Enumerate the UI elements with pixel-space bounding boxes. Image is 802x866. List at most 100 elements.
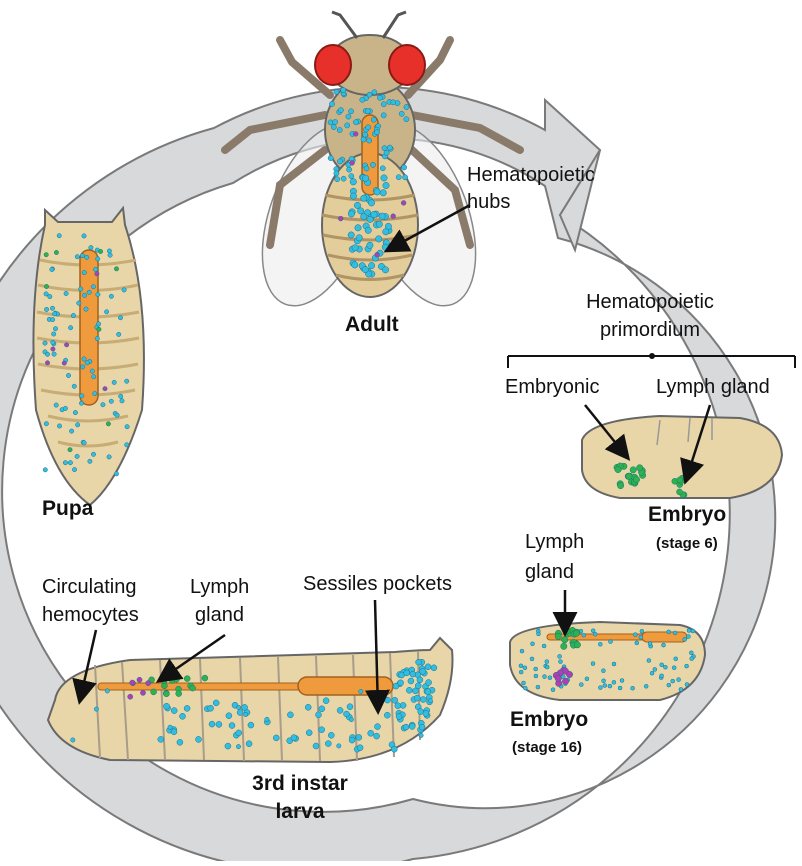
hemocyte-dot	[120, 399, 124, 403]
sessile-hemocyte-dot	[164, 703, 170, 709]
hemocyte-dot	[660, 663, 664, 667]
hemocyte-dot	[368, 200, 374, 206]
hemocyte-dot	[72, 467, 76, 471]
hemocyte-dot	[71, 313, 75, 317]
sessile-hemocyte-dot	[403, 724, 409, 730]
hemocyte-dot	[534, 667, 538, 671]
lymph-cell-dot	[637, 465, 643, 471]
lymph-cell-dot	[617, 482, 623, 488]
hemocyte-dot	[341, 176, 346, 181]
lymph-cell-dot	[202, 675, 208, 681]
hemocyte-dot	[640, 629, 644, 633]
hemocyte-dot	[265, 717, 269, 721]
hemocyte-dot	[371, 211, 377, 217]
hemocyte-dot	[644, 684, 648, 688]
hemocyte-dot	[81, 365, 85, 369]
hemocyte-dot	[379, 213, 385, 219]
lymph-cell-dot	[633, 476, 639, 482]
hemocyte-dot	[667, 683, 671, 687]
hubs-label-line1: Hematopoietic	[467, 163, 595, 187]
sessile-hemocyte-dot	[236, 730, 242, 736]
hemocyte-dot	[601, 669, 605, 673]
embryo16-stage-label: (stage 16)	[512, 736, 582, 760]
larva-lymph-label-line1: Lymph	[190, 575, 249, 599]
hemocyte-dot	[105, 689, 109, 693]
hemocyte-dot	[82, 270, 86, 274]
hemocyte-dot	[168, 725, 172, 729]
hemocyte-dot	[520, 649, 524, 653]
hemocyte-dot	[66, 373, 70, 377]
sessile-hemocyte-dot	[273, 735, 279, 741]
hemocyte-dot	[93, 391, 97, 395]
sessile-hemocyte-dot	[415, 683, 421, 689]
hemocyte-dot	[591, 629, 595, 633]
sessile-hemocyte-dot	[323, 698, 329, 704]
primordium-label-line2: primordium	[560, 318, 740, 342]
hemocyte-dot	[87, 290, 91, 294]
crystal-cell-dot	[146, 681, 151, 686]
sessile-hemocyte-dot	[406, 687, 412, 693]
sessile-hemocyte-dot	[287, 712, 293, 718]
sessile-hemocyte-dot	[349, 737, 355, 743]
hemocyte-dot	[348, 211, 354, 217]
hemocyte-dot	[91, 452, 95, 456]
sessile-hemocyte-dot	[328, 732, 334, 738]
hemocyte-dot	[337, 159, 342, 164]
larva-label-line1: 3rd instar	[250, 772, 350, 796]
hemocyte-dot	[338, 108, 343, 113]
hemocyte-dot	[118, 316, 122, 320]
hemocyte-dot	[349, 109, 354, 114]
lymph-cell-dot	[562, 637, 568, 643]
sessile-hemocyte-dot	[180, 713, 186, 719]
sessile-hemocyte-dot	[184, 705, 190, 711]
hemocyte-dot	[72, 384, 76, 388]
hemocyte-dot	[115, 413, 119, 417]
crystal-cell-dot	[555, 675, 561, 681]
hemocyte-dot	[631, 686, 635, 690]
sessile-hemocyte-dot	[398, 680, 404, 686]
lymph-cell-dot	[44, 284, 48, 288]
crystal-cell-dot	[64, 343, 68, 347]
hemocyte-dot	[93, 267, 97, 271]
hemocyte-dot	[112, 380, 116, 384]
hemocyte-dot	[361, 214, 367, 220]
hemocyte-dot	[107, 249, 111, 253]
hemocyte-dot	[404, 117, 409, 122]
circulating-label-line2: hemocytes	[42, 603, 139, 627]
sessile-hemocyte-dot	[356, 734, 362, 740]
hemocyte-dot	[334, 171, 339, 176]
hemocyte-dot	[633, 633, 637, 637]
hemocyte-dot	[125, 425, 129, 429]
crystal-cell-dot	[137, 677, 142, 682]
hemocyte-dot	[620, 679, 624, 683]
sessile-hemocyte-dot	[392, 697, 398, 703]
hemocyte-dot	[44, 422, 48, 426]
crystal-cell-dot	[338, 216, 343, 221]
hemocyte-dot	[79, 287, 83, 291]
sessile-hemocyte-dot	[325, 741, 331, 747]
hemocyte-dot	[382, 244, 388, 250]
lymph-cell-dot	[106, 422, 110, 426]
hemocyte-dot	[53, 327, 57, 331]
hemocyte-dot	[44, 307, 48, 311]
sessile-hemocyte-dot	[425, 689, 431, 695]
hemocyte-dot	[523, 686, 527, 690]
sessile-hemocyte-dot	[400, 702, 406, 708]
sessile-hemocyte-dot	[225, 743, 231, 749]
larva-illustration	[48, 638, 453, 762]
sessile-hemocyte-dot	[226, 713, 232, 719]
hemocyte-dot	[380, 190, 386, 196]
lymph-cell-dot	[626, 473, 632, 479]
sessile-hemocyte-dot	[419, 724, 425, 730]
hemocyte-dot	[387, 145, 392, 150]
sessile-hemocyte-dot	[417, 677, 423, 683]
hemocyte-dot	[687, 629, 691, 633]
sessile-hemocyte-dot	[319, 706, 325, 712]
hemocyte-dot	[68, 461, 72, 465]
hemocyte-dot	[639, 635, 643, 639]
hemocyte-dot	[346, 114, 351, 119]
sessile-hemocyte-dot	[316, 712, 322, 718]
sessile-hemocyte-dot	[344, 711, 350, 717]
hemocyte-dot	[347, 167, 352, 172]
